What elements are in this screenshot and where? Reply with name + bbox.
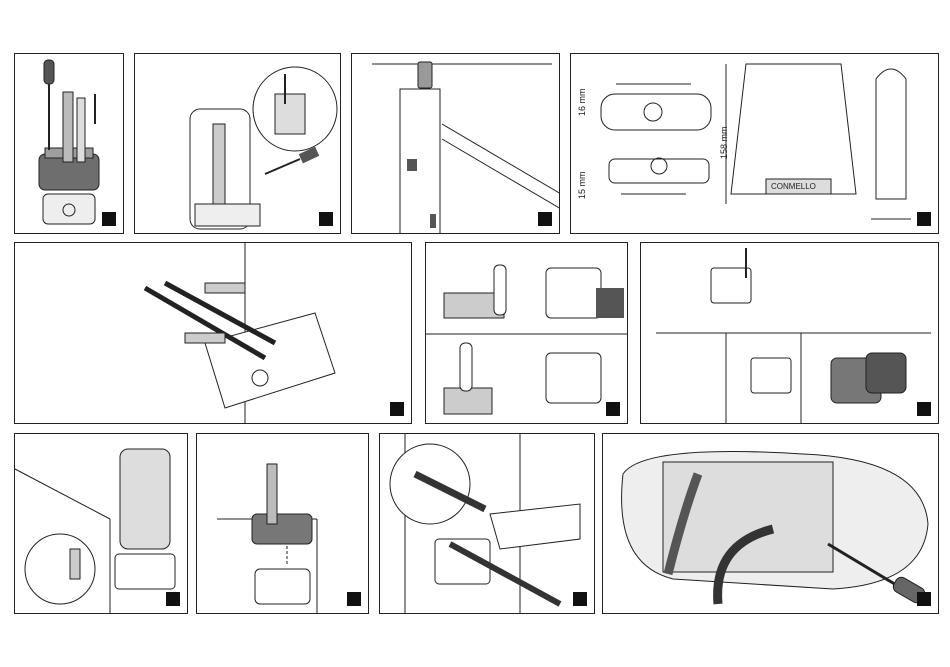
- step-marker: [573, 592, 587, 606]
- step-marker: [347, 592, 361, 606]
- step-marker: [538, 212, 552, 226]
- step-marker: [917, 212, 931, 226]
- illustration-gate-post: [352, 54, 560, 234]
- step-panel-8: [14, 433, 188, 614]
- illustration-screwdriver-mount: [15, 54, 124, 234]
- step-marker: [319, 212, 333, 226]
- illustration-bracket-anchors: [15, 243, 412, 424]
- step-marker: [917, 592, 931, 606]
- illustration-wiring-board: [603, 434, 939, 614]
- step-panel-11: [602, 433, 939, 614]
- dimension-label-15mm: 15 mm: [577, 171, 587, 199]
- dimension-label-16mm: 16 mm: [577, 88, 587, 116]
- step-marker: [917, 402, 931, 416]
- step-marker: [390, 402, 404, 416]
- step-panel-5: [14, 242, 412, 424]
- step-panel-1: [14, 53, 124, 234]
- step-panel-10: [379, 433, 595, 614]
- brand-label: CONMELLO: [771, 182, 816, 191]
- step-marker: [606, 402, 620, 416]
- dimension-label-158mm: 158 mm: [719, 126, 729, 159]
- step-panel-6: [425, 242, 628, 424]
- illustration-assembly: [197, 434, 369, 614]
- step-panel-3: [351, 53, 560, 234]
- step-panel-7: [640, 242, 939, 424]
- step-panel-4-dimensions: 16 mm 15 mm 158 mm CONMELLO: [570, 53, 939, 234]
- illustration-drill-holes: [426, 243, 628, 424]
- step-marker: [166, 592, 180, 606]
- step-panel-2: [134, 53, 341, 234]
- illustration-dimension-drawing: [571, 54, 939, 234]
- illustration-cover-install: [15, 434, 188, 614]
- step-marker: [102, 212, 116, 226]
- step-panel-9: [196, 433, 369, 614]
- illustration-floor-drilling: [641, 243, 939, 424]
- illustration-cable-routing: [380, 434, 595, 614]
- illustration-cover-removal: [135, 54, 341, 234]
